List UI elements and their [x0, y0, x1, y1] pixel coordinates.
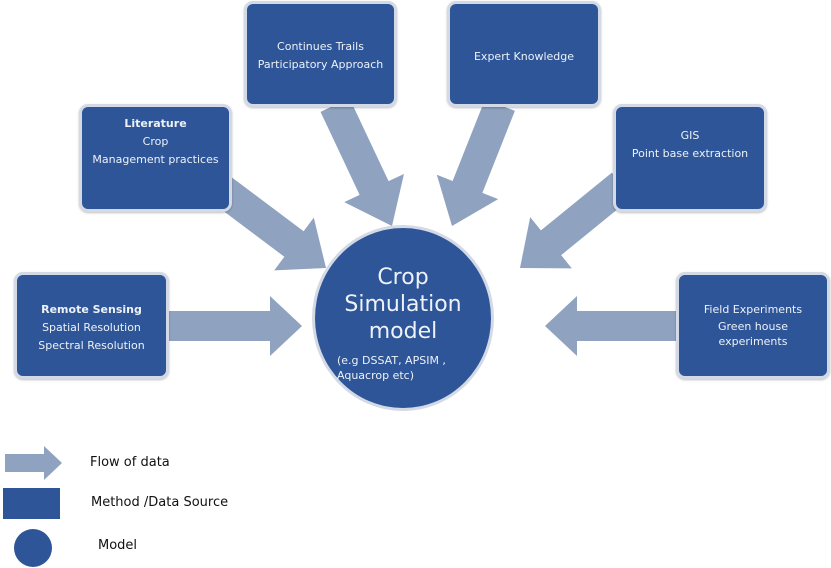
legend-arrow-swatch: [5, 446, 62, 480]
arrow-field-to-model: [545, 296, 676, 356]
arrow-expert-to-model: [436, 99, 515, 226]
box-gis: GIS Point base extraction: [613, 104, 767, 212]
remote-title: Remote Sensing: [41, 303, 142, 316]
model-subtitle-line: Aquacrop etc): [337, 369, 414, 382]
legend-box-swatch: [3, 488, 60, 519]
box-literature: Literature Crop Management practices: [79, 104, 232, 212]
remote-line: Spectral Resolution: [38, 339, 145, 352]
model-title-line: Simulation: [344, 292, 462, 317]
model-title-line: Crop: [377, 265, 429, 290]
legend-circle-swatch: [14, 529, 52, 567]
box-remote-sensing: Remote Sensing Spatial Resolution Spectr…: [14, 272, 169, 379]
legend-model-label: Model: [98, 538, 138, 553]
field-line: experiments: [718, 335, 788, 348]
box-expert-knowledge: Expert Knowledge: [447, 1, 601, 107]
field-line: Green house: [718, 320, 788, 333]
legend-method-label: Method /Data Source: [91, 495, 229, 510]
expert-line: Expert Knowledge: [473, 50, 574, 63]
crop-simulation-model: Crop Simulation model (e.g DSSAT, APSIM …: [312, 225, 494, 411]
arrow-gis-to-model: [520, 172, 633, 269]
literature-line: Crop: [142, 135, 169, 148]
box-continues-trails: Continues Trails Participatory Approach: [244, 1, 397, 107]
remote-line: Spatial Resolution: [42, 321, 141, 334]
model-subtitle-line: (e.g DSSAT, APSIM ,: [337, 354, 446, 367]
literature-line: Management practices: [92, 153, 219, 166]
gis-line: GIS: [680, 129, 700, 142]
legend-flow-label: Flow of data: [90, 455, 170, 470]
arrow-trails-to-model: [320, 98, 404, 226]
trails-line: Continues Trails: [277, 40, 364, 53]
literature-title: Literature: [124, 117, 187, 130]
arrow-remote-to-model: [169, 296, 302, 356]
field-line: Field Experiments: [703, 303, 803, 316]
gis-line: Point base extraction: [631, 147, 749, 160]
arrow-literature-to-model: [212, 177, 326, 271]
model-title-line: model: [368, 319, 438, 344]
trails-line: Participatory Approach: [257, 58, 384, 71]
box-field-experiments: Field Experiments Green house experiment…: [676, 272, 830, 379]
